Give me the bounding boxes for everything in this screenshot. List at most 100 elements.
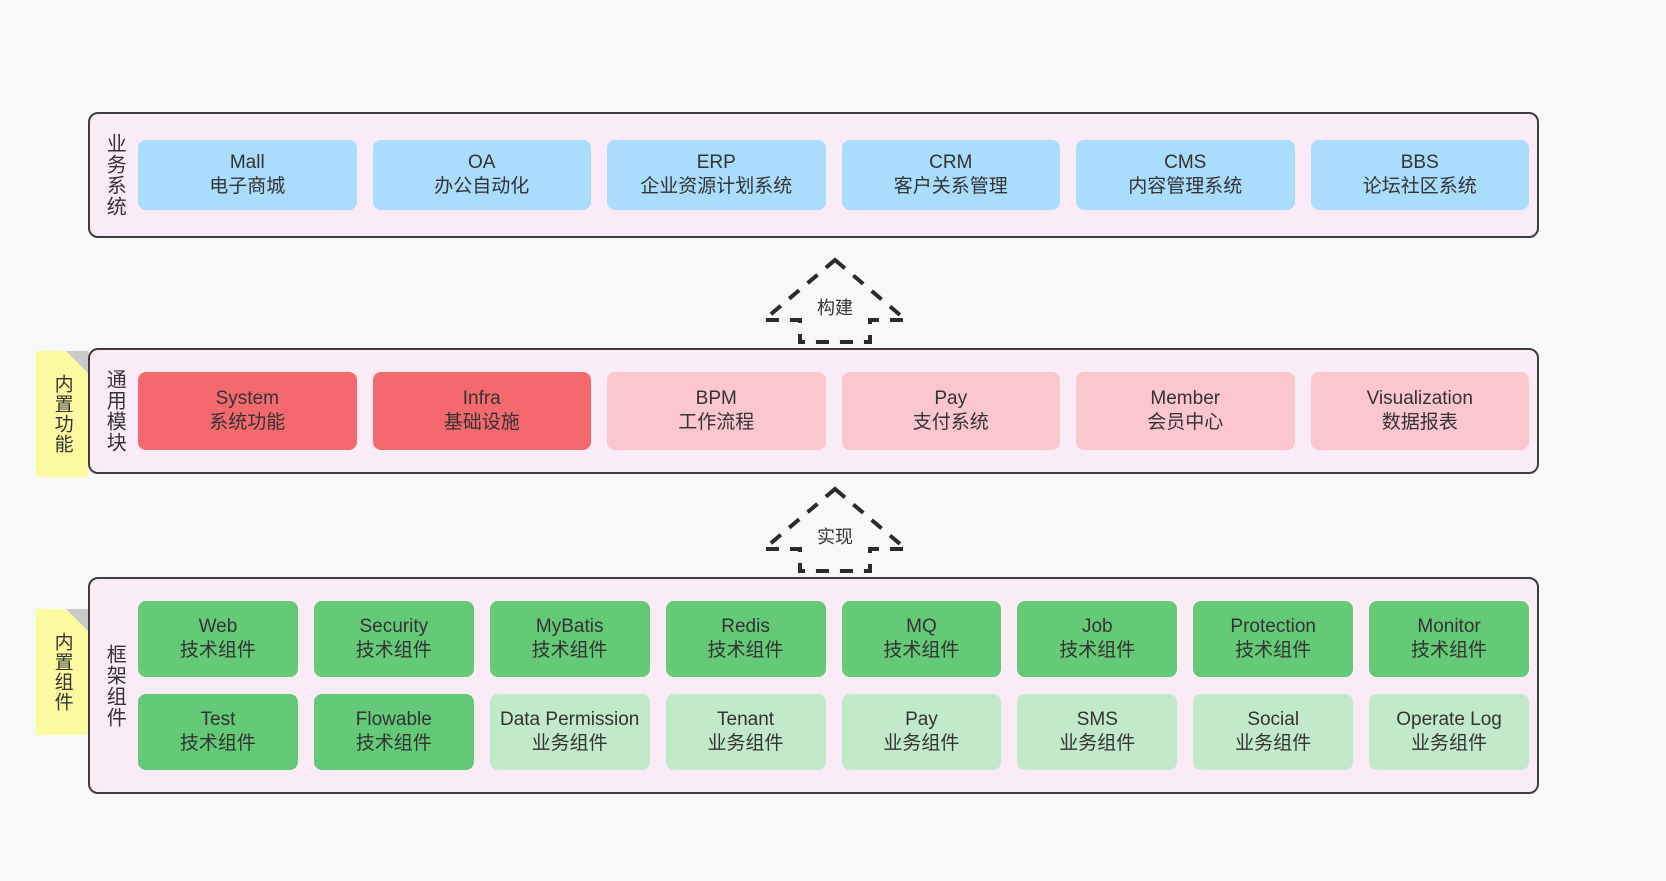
card-pay-module-title: Pay: [934, 387, 968, 409]
note-fold-corner-icon: [66, 351, 88, 373]
card-pay-component[interactable]: Pay 业务组件: [841, 694, 1002, 770]
card-redis[interactable]: Redis 技术组件: [665, 601, 826, 677]
card-mq[interactable]: MQ 技术组件: [841, 601, 1002, 677]
card-cms-title: CMS: [1164, 151, 1207, 173]
card-infra-title: Infra: [462, 387, 501, 409]
card-mall-subtitle: 电子商城: [209, 176, 286, 197]
card-web-subtitle: 技术组件: [179, 640, 256, 661]
card-security-subtitle: 技术组件: [355, 640, 432, 661]
card-security[interactable]: Security 技术组件: [313, 601, 474, 677]
card-crm-title: CRM: [929, 151, 973, 173]
layer-framework-components: 框架组件 Web 技术组件 Security 技术组件 MyBatis 技术组件…: [88, 577, 1539, 794]
card-flowable-subtitle: 技术组件: [355, 733, 432, 754]
card-bpm[interactable]: BPM 工作流程: [607, 372, 826, 450]
card-test-title: Test: [200, 708, 236, 730]
card-member[interactable]: Member 会员中心: [1076, 372, 1295, 450]
card-crm[interactable]: CRM 客户关系管理: [841, 140, 1060, 210]
card-erp-subtitle: 企业资源计划系统: [640, 176, 793, 197]
card-job-subtitle: 技术组件: [1059, 640, 1136, 661]
card-sms-subtitle: 业务组件: [1059, 733, 1136, 754]
card-mq-subtitle: 技术组件: [883, 640, 960, 661]
card-redis-title: Redis: [721, 615, 770, 637]
card-security-title: Security: [359, 615, 429, 637]
card-tenant-subtitle: 业务组件: [707, 733, 784, 754]
card-erp[interactable]: ERP 企业资源计划系统: [607, 140, 826, 210]
framework-tech-row: Web 技术组件 Security 技术组件 MyBatis 技术组件 Redi…: [138, 601, 1529, 677]
card-system-subtitle: 系统功能: [209, 412, 286, 433]
card-job[interactable]: Job 技术组件: [1017, 601, 1178, 677]
card-cms[interactable]: CMS 内容管理系统: [1076, 140, 1295, 210]
card-monitor[interactable]: Monitor 技术组件: [1369, 601, 1529, 677]
note-builtin-function-label: 内置功能: [51, 374, 73, 454]
card-pay-module[interactable]: Pay 支付系统: [841, 372, 1060, 450]
card-mq-title: MQ: [906, 615, 937, 637]
note-builtin-component-label: 内置组件: [51, 632, 73, 712]
card-social-subtitle: 业务组件: [1235, 733, 1312, 754]
card-pay-component-title: Pay: [905, 708, 938, 730]
card-data-permission-title: Data Permission: [499, 708, 640, 730]
layer-business-systems-title: 业务系统: [103, 133, 126, 217]
build-arrow: 构建: [758, 256, 912, 346]
layer-common-modules-title: 通用模块: [103, 369, 126, 453]
layer-framework-components-body: Web 技术组件 Security 技术组件 MyBatis 技术组件 Redi…: [138, 579, 1537, 792]
card-job-title: Job: [1081, 615, 1113, 637]
card-bbs-subtitle: 论坛社区系统: [1362, 176, 1477, 197]
card-data-permission[interactable]: Data Permission 业务组件: [489, 694, 650, 770]
card-tenant[interactable]: Tenant 业务组件: [665, 694, 826, 770]
card-mybatis[interactable]: MyBatis 技术组件: [489, 601, 650, 677]
card-member-title: Member: [1150, 387, 1221, 409]
layer-common-modules: 通用模块 System 系统功能 Infra 基础设施 BPM 工作流程 Pay…: [88, 348, 1539, 474]
layer-common-modules-body: System 系统功能 Infra 基础设施 BPM 工作流程 Pay 支付系统…: [138, 350, 1537, 472]
card-bbs-title: BBS: [1400, 151, 1439, 173]
card-mall-title: Mall: [229, 151, 265, 173]
layer-business-systems: 业务系统 Mall 电子商城 OA 办公自动化 ERP 企业资源计划系统 CRM…: [88, 112, 1539, 238]
card-mybatis-subtitle: 技术组件: [531, 640, 608, 661]
common-card-row: System 系统功能 Infra 基础设施 BPM 工作流程 Pay 支付系统…: [138, 372, 1529, 450]
card-member-subtitle: 会员中心: [1147, 412, 1224, 433]
card-test[interactable]: Test 技术组件: [138, 694, 298, 770]
card-infra-subtitle: 基础设施: [443, 412, 520, 433]
note-builtin-function: 内置功能: [36, 351, 88, 477]
card-bpm-subtitle: 工作流程: [678, 412, 755, 433]
layer-business-systems-body: Mall 电子商城 OA 办公自动化 ERP 企业资源计划系统 CRM 客户关系…: [138, 114, 1537, 236]
card-infra[interactable]: Infra 基础设施: [372, 372, 591, 450]
business-card-row: Mall 电子商城 OA 办公自动化 ERP 企业资源计划系统 CRM 客户关系…: [138, 140, 1529, 210]
implement-arrow: 实现: [758, 485, 912, 575]
card-monitor-title: Monitor: [1417, 615, 1481, 637]
card-system-title: System: [215, 387, 279, 409]
card-web-title: Web: [198, 615, 238, 637]
layer-framework-components-title: 框架组件: [103, 643, 126, 728]
card-system[interactable]: System 系统功能: [138, 372, 357, 450]
card-oa[interactable]: OA 办公自动化: [372, 140, 591, 210]
card-social[interactable]: Social 业务组件: [1193, 694, 1354, 770]
card-protection[interactable]: Protection 技术组件: [1193, 601, 1354, 677]
card-visualization-title: Visualization: [1366, 387, 1473, 409]
card-bbs[interactable]: BBS 论坛社区系统: [1310, 140, 1529, 210]
card-tenant-title: Tenant: [717, 708, 775, 730]
card-sms-title: SMS: [1076, 708, 1118, 730]
card-erp-title: ERP: [696, 151, 736, 173]
card-test-subtitle: 技术组件: [179, 733, 256, 754]
card-mall[interactable]: Mall 电子商城: [138, 140, 357, 210]
card-pay-component-subtitle: 业务组件: [883, 733, 960, 754]
card-operate-log-title: Operate Log: [1396, 708, 1502, 730]
build-arrow-label: 构建: [817, 298, 853, 318]
card-crm-subtitle: 客户关系管理: [893, 176, 1008, 197]
note-builtin-component: 内置组件: [36, 609, 88, 735]
card-web[interactable]: Web 技术组件: [138, 601, 298, 677]
card-pay-module-subtitle: 支付系统: [912, 412, 989, 433]
note-fold-corner-icon: [66, 609, 88, 631]
card-flowable-title: Flowable: [355, 708, 432, 730]
card-visualization[interactable]: Visualization 数据报表: [1310, 372, 1529, 450]
card-oa-subtitle: 办公自动化: [434, 176, 530, 197]
card-sms[interactable]: SMS 业务组件: [1017, 694, 1178, 770]
card-flowable[interactable]: Flowable 技术组件: [313, 694, 474, 770]
card-social-title: Social: [1247, 708, 1300, 730]
implement-arrow-label: 实现: [817, 527, 853, 547]
card-operate-log-subtitle: 业务组件: [1411, 733, 1488, 754]
card-operate-log[interactable]: Operate Log 业务组件: [1369, 694, 1529, 770]
card-mybatis-title: MyBatis: [535, 615, 604, 637]
card-monitor-subtitle: 技术组件: [1411, 640, 1488, 661]
card-bpm-title: BPM: [695, 387, 737, 409]
